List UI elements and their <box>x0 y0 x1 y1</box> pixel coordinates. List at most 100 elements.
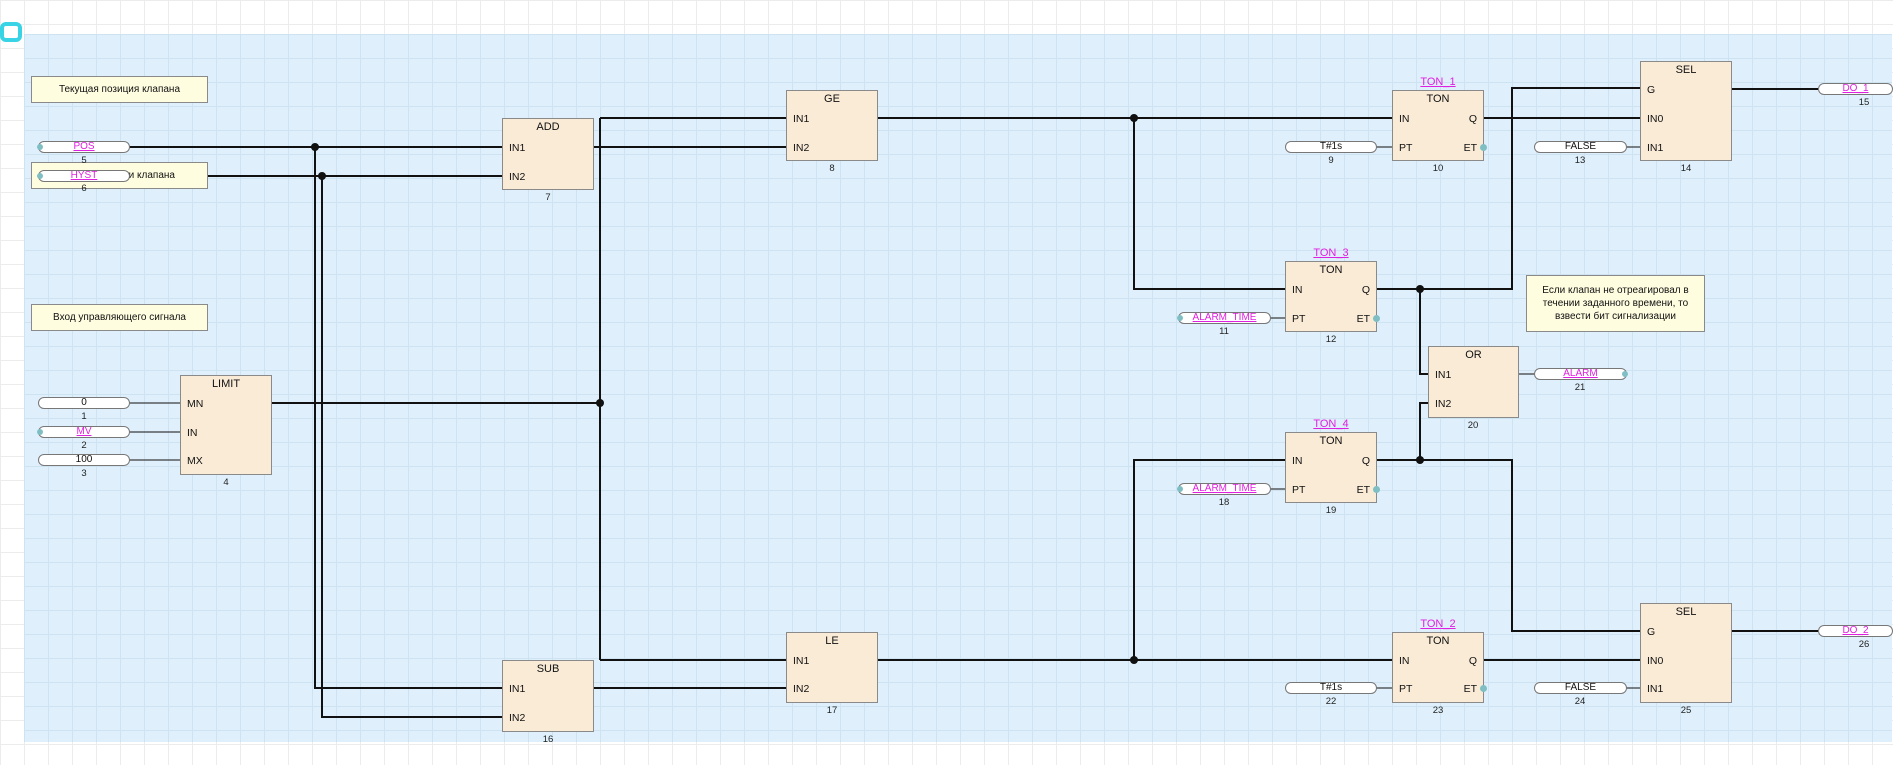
var-index: 1 <box>81 411 87 422</box>
pin-in2: IN2 <box>793 142 810 154</box>
connector-dot <box>1177 315 1183 321</box>
var-index: 6 <box>81 183 87 194</box>
pin-in1: IN1 <box>1647 683 1664 695</box>
block-index: 19 <box>1325 505 1337 516</box>
pin-pt: PT <box>1399 142 1413 154</box>
pin-in: IN <box>1292 455 1303 467</box>
var-false-b[interactable]: FALSE <box>1534 682 1627 694</box>
connector-dot <box>1373 486 1380 493</box>
wire-ton3-or <box>1419 289 1428 375</box>
connector-dot <box>1373 315 1380 322</box>
var-hyst[interactable]: HYST <box>37 170 130 182</box>
wire-hyst-sub <box>321 176 502 718</box>
var-do1[interactable]: DO_1 <box>1818 83 1893 95</box>
block-ton2[interactable]: TON IN PT Q ET <box>1392 632 1487 703</box>
comment-text: Вход управляющего сигнала <box>53 312 186 323</box>
block-ge[interactable]: GE IN1 IN2 <box>786 90 878 161</box>
junction-ton3 <box>1416 285 1424 293</box>
pin-in1: IN1 <box>793 113 810 125</box>
pin-in: IN <box>1399 113 1410 125</box>
connector-dot <box>1177 486 1183 492</box>
pin-q: Q <box>1468 113 1477 125</box>
block-add[interactable]: ADD IN1 IN2 <box>502 118 594 190</box>
comment-alarm-note[interactable]: Если клапан не отреагировал в течении за… <box>1526 275 1705 332</box>
var-alarm-time-b[interactable]: ALARM_TIME <box>1177 483 1271 495</box>
var-const100[interactable]: 100 <box>38 454 130 466</box>
pin-mn: MN <box>187 398 204 410</box>
block-type: LE <box>825 635 839 647</box>
var-alarm[interactable]: ALARM <box>1534 368 1628 380</box>
var-index: 26 <box>1858 639 1870 650</box>
block-or[interactable]: OR IN1 IN2 <box>1428 346 1519 418</box>
pin-q: Q <box>1361 455 1370 467</box>
instance-name: TON_4 <box>1313 418 1349 430</box>
var-const0[interactable]: 0 <box>38 397 130 409</box>
block-index: 10 <box>1432 163 1444 174</box>
junction-ton4 <box>1416 456 1424 464</box>
wire-ton4-sel2g <box>1376 459 1640 632</box>
var-index: 2 <box>81 440 87 451</box>
block-sel-1[interactable]: SEL G IN0 IN1 <box>1640 61 1732 161</box>
pin-in2: IN2 <box>793 683 810 695</box>
var-index: 15 <box>1858 97 1870 108</box>
block-index: 4 <box>223 477 229 488</box>
pin-et: ET <box>1463 683 1477 695</box>
block-type: SEL <box>1675 64 1697 76</box>
var-index: 9 <box>1328 155 1334 166</box>
block-index: 12 <box>1325 334 1337 345</box>
block-le[interactable]: LE IN1 IN2 <box>786 632 878 703</box>
var-pos[interactable]: POS <box>37 141 130 153</box>
pin-in: IN <box>1292 284 1303 296</box>
junction-dots <box>311 114 1424 664</box>
var-false-a[interactable]: FALSE <box>1534 141 1627 153</box>
pin-mx: MX <box>187 455 203 467</box>
pin-pt: PT <box>1399 683 1413 695</box>
block-limit[interactable]: LIMIT MN IN MX <box>180 375 272 475</box>
block-index: 14 <box>1680 163 1692 174</box>
var-mv[interactable]: MV <box>37 426 130 438</box>
junction-limit <box>596 399 604 407</box>
junction-pos <box>311 143 319 151</box>
var-label: ALARM_TIME <box>1192 483 1257 494</box>
var-label: HYST <box>70 170 98 181</box>
pin-in0: IN0 <box>1647 113 1664 125</box>
var-t1s-a[interactable]: T#1s <box>1285 141 1377 153</box>
instance-name: TON_3 <box>1313 247 1349 259</box>
pin-in0: IN0 <box>1647 655 1664 667</box>
var-do2[interactable]: DO_2 <box>1818 625 1893 637</box>
block-ton3[interactable]: TON IN PT Q ET <box>1285 261 1380 332</box>
connector-dot <box>37 144 43 150</box>
pin-et: ET <box>1463 142 1477 154</box>
wire-ton3-sel1g <box>1376 87 1640 290</box>
wire-ge-ton3 <box>1133 118 1285 290</box>
block-index: 16 <box>542 734 554 745</box>
comment-control-signal[interactable]: Вход управляющего сигнала <box>31 304 208 331</box>
pin-pt: PT <box>1292 484 1306 496</box>
var-t1s-b[interactable]: T#1s <box>1285 682 1377 694</box>
block-type: TON <box>1426 93 1450 105</box>
var-label: POS <box>73 141 95 152</box>
pin-in2: IN2 <box>1435 398 1452 410</box>
selection-handle[interactable] <box>0 22 22 42</box>
block-sel-2[interactable]: SEL G IN0 IN1 <box>1640 603 1732 703</box>
wire-ton4-or <box>1419 402 1428 460</box>
comment-valve-position[interactable]: Текущая позиция клапана <box>31 76 208 103</box>
connector-dot <box>37 173 43 179</box>
var-label: T#1s <box>1319 141 1343 152</box>
connector-dot <box>37 429 43 435</box>
var-label: FALSE <box>1564 141 1597 152</box>
block-index: 8 <box>829 163 835 174</box>
block-ton1[interactable]: TON IN PT Q ET <box>1392 90 1487 161</box>
junction-le <box>1130 656 1138 664</box>
var-alarm-time-a[interactable]: ALARM_TIME <box>1177 312 1271 324</box>
block-ton4[interactable]: TON IN PT Q ET <box>1285 432 1380 503</box>
block-sub[interactable]: SUB IN1 IN2 <box>502 660 594 732</box>
block-index: 25 <box>1680 705 1692 716</box>
block-type: TON <box>1319 264 1343 276</box>
var-label: ALARM <box>1563 368 1598 379</box>
wire-pos-sub <box>314 147 502 689</box>
pin-pt: PT <box>1292 313 1306 325</box>
pin-q: Q <box>1361 284 1370 296</box>
pin-in1: IN1 <box>509 683 526 695</box>
pin-et: ET <box>1356 484 1370 496</box>
